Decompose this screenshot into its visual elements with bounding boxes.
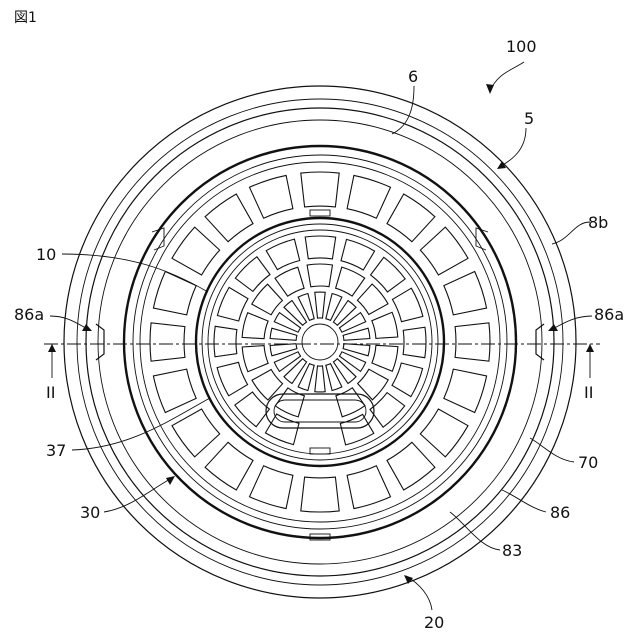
inner-slots-a-slot xyxy=(214,326,237,357)
label-30: 30 xyxy=(80,503,100,522)
inner-slots-b-slot xyxy=(275,267,304,296)
label-5: 5 xyxy=(524,109,534,128)
outer-slots-slot xyxy=(172,227,220,275)
arrowhead-100 xyxy=(486,84,494,94)
frame-rings xyxy=(64,86,576,598)
inner-slots-a-slot xyxy=(305,236,336,259)
arrowhead-20 xyxy=(404,575,413,584)
inner-slots-b-slot xyxy=(357,284,388,315)
label-86: 86 xyxy=(550,503,570,522)
outer-slots-slot xyxy=(301,172,339,207)
outer-slots-slot xyxy=(387,442,435,490)
section-arrowhead-left xyxy=(48,344,56,352)
label-section-right: II xyxy=(584,383,593,402)
inner-slots-a-slot xyxy=(403,327,426,358)
outer-slots-slot xyxy=(250,466,293,509)
inner-slots-b-slot xyxy=(307,264,332,287)
label-section-left: II xyxy=(46,383,55,402)
outer-slots-slot xyxy=(347,175,390,218)
label-37: 37 xyxy=(46,441,66,460)
outer-slots-slot xyxy=(301,477,339,512)
inner-slots-b-slot xyxy=(372,345,398,371)
inner-slots-a-slot xyxy=(392,288,423,322)
leader-lines xyxy=(50,62,592,610)
label-86a-right: 86a xyxy=(594,305,624,324)
outer-slots-slot xyxy=(205,194,253,242)
section-arrowhead-right xyxy=(586,344,594,352)
inner-slots-a-slot xyxy=(341,239,375,270)
frame-outer-ring xyxy=(64,86,576,598)
leader-86 xyxy=(502,490,546,512)
outer-slots-slot xyxy=(444,272,487,315)
inner-lid-ring xyxy=(202,224,438,460)
outer-slots-slot xyxy=(347,466,390,509)
outer-slots-slot xyxy=(444,369,487,412)
label-10: 10 xyxy=(36,245,56,264)
inner-slots-a-slot xyxy=(217,287,248,321)
outer-slots-slot xyxy=(153,369,196,412)
inner-slots-a-slot xyxy=(392,363,423,397)
inner-slots-c-slot xyxy=(315,292,325,318)
inner-slots-b-slot xyxy=(242,346,268,372)
outer-slots-slot xyxy=(250,175,293,218)
center-hub xyxy=(302,324,338,360)
figure-title: 図1 xyxy=(14,10,37,26)
inner-slots-b-slot xyxy=(252,284,283,315)
leader-100 xyxy=(490,62,524,92)
inner-slots-b-slot xyxy=(275,388,304,417)
inner-slots-a-slot xyxy=(265,414,299,445)
lid-ring-2 xyxy=(133,155,507,529)
leader-8b xyxy=(552,222,590,244)
inner-slots-b-slot xyxy=(372,312,398,338)
outer-slots-slot xyxy=(420,227,468,275)
notch-left xyxy=(96,324,104,360)
outer-slots-slot xyxy=(387,194,435,242)
notch-right xyxy=(536,324,544,360)
inner-slots-b-slot xyxy=(336,267,365,296)
tab-top xyxy=(310,210,330,216)
outer-slots-slot xyxy=(455,323,490,361)
outer-slots-slot xyxy=(172,409,220,457)
label-83: 83 xyxy=(502,541,522,560)
inner-slots-b-slot xyxy=(242,313,268,339)
inner-lid xyxy=(196,218,444,466)
label-70: 70 xyxy=(578,453,598,472)
outer-slot-ring xyxy=(150,172,490,512)
inner-slots-a-slot xyxy=(217,362,248,396)
label-100: 100 xyxy=(506,37,537,56)
inner-slots-b-slot xyxy=(252,370,283,401)
inner-slots-c-slot xyxy=(315,366,325,392)
outer-slots-slot xyxy=(150,323,185,361)
inner-slots-a-slot xyxy=(266,239,300,270)
leader-86a-right xyxy=(550,316,592,330)
outer-slots-slot xyxy=(205,442,253,490)
reference-labels: 100 6 5 8b 10 86a 86a II II 37 70 30 86 … xyxy=(14,37,624,632)
outer-slots-slot xyxy=(420,409,468,457)
tab-middle-bottom xyxy=(310,448,330,454)
label-6: 6 xyxy=(408,67,418,86)
label-8b: 8b xyxy=(588,213,608,232)
inner-slots-b-slot xyxy=(336,388,365,417)
label-86a-left: 86a xyxy=(14,305,44,324)
inner-slot-ring-c xyxy=(270,292,370,392)
inner-slots-a-slot xyxy=(340,414,374,445)
outer-slots-slot xyxy=(153,272,196,315)
label-20: 20 xyxy=(424,613,444,632)
